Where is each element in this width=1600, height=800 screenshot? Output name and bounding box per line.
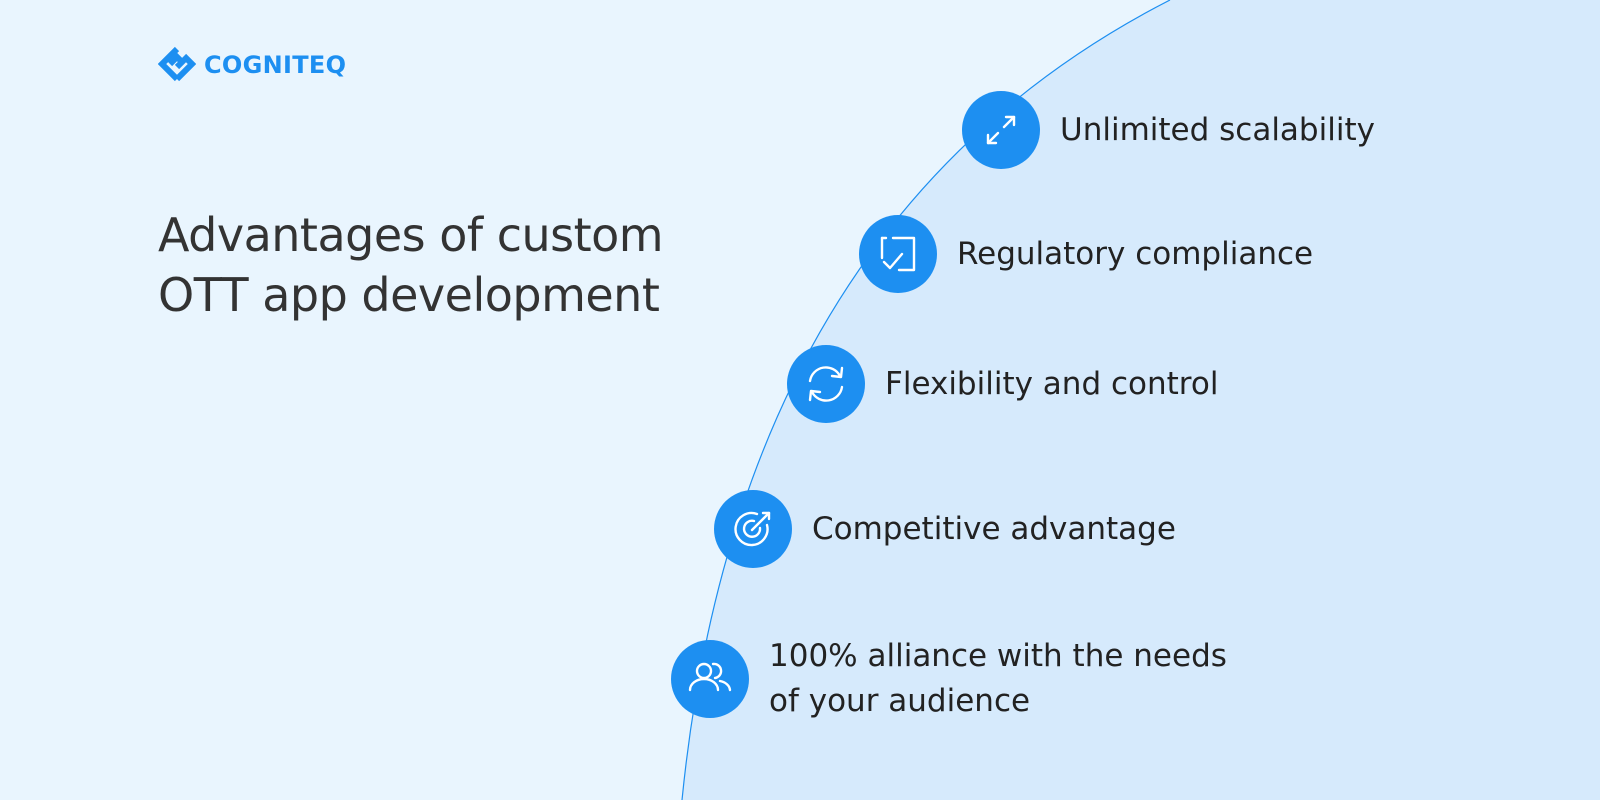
advantage-item-scalability: Unlimited scalability: [962, 91, 1375, 169]
refresh-arrows-icon: [808, 366, 844, 402]
title-line-2: OTT app development: [158, 268, 660, 322]
icon-circle: [714, 490, 792, 568]
target-icon: [734, 511, 771, 547]
brand-logo: COGNITEQ: [158, 46, 346, 84]
icon-circle: [962, 91, 1040, 169]
icon-circle: [671, 640, 749, 718]
users-icon: [688, 662, 732, 692]
icon-circle: [787, 345, 865, 423]
advantage-label: Regulatory compliance: [957, 235, 1314, 272]
advantage-label-line-2: of your audience: [769, 683, 1031, 719]
advantage-item-competitive: Competitive advantage: [714, 490, 1176, 568]
advantage-item-compliance: Regulatory compliance: [859, 215, 1313, 293]
title-line-1: Advantages of custom: [158, 208, 664, 262]
arc-line: [681, 0, 1171, 800]
advantage-label: Competitive advantage: [812, 510, 1176, 547]
advantage-label: 100% alliance with the needs of your aud…: [769, 634, 1227, 724]
icon-circle: [859, 215, 937, 293]
expand-arrows-icon: [986, 115, 1016, 145]
advantage-label: Flexibility and control: [885, 365, 1219, 402]
advantage-label: Unlimited scalability: [1060, 111, 1375, 148]
cogniteq-diamond-logo-icon: [158, 46, 196, 82]
checkbox-check-icon: [880, 236, 916, 272]
brand-name: COGNITEQ: [204, 51, 347, 79]
arc-fill: [682, 0, 1600, 800]
page-title: Advantages of custom OTT app development: [158, 205, 664, 325]
advantage-label-line-1: 100% alliance with the needs: [769, 638, 1227, 674]
advantage-item-flexibility: Flexibility and control: [787, 345, 1218, 423]
advantage-item-audience: 100% alliance with the needs of your aud…: [671, 634, 1227, 724]
